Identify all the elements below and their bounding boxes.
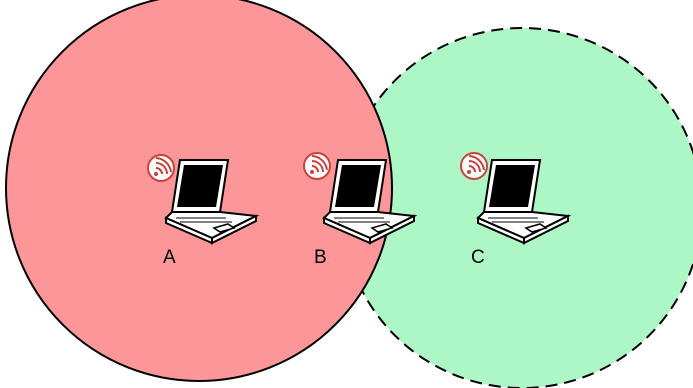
wifi-icon	[460, 152, 488, 180]
node-b: B	[303, 152, 415, 268]
node-label-b: B	[314, 247, 327, 268]
node-label-c: C	[471, 247, 485, 268]
node-label-a: A	[163, 247, 176, 268]
node-c: C	[460, 152, 569, 268]
node-a: A	[147, 154, 257, 268]
wifi-icon	[303, 152, 331, 180]
wifi-icon	[147, 154, 175, 182]
